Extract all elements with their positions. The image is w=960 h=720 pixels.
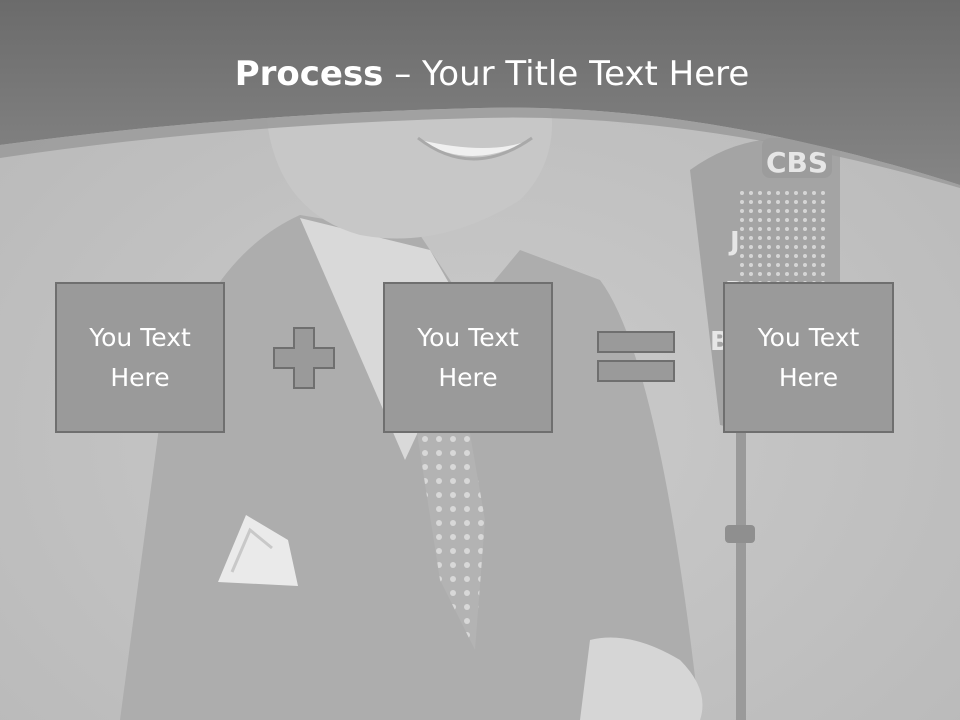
svg-text:J: J xyxy=(728,227,740,257)
process-box-3[interactable]: You Text Here xyxy=(723,282,894,433)
title-bold: Process xyxy=(234,54,384,94)
equals-icon xyxy=(597,331,675,382)
process-box-3-label: You Text Here xyxy=(757,322,860,392)
process-box-2[interactable]: You Text Here xyxy=(383,282,553,433)
title-rest: – Your Title Text Here xyxy=(383,54,750,94)
process-box-1[interactable]: You Text Here xyxy=(55,282,225,433)
process-box-1-label: You Text Here xyxy=(89,322,191,392)
process-box-2-label: You Text Here xyxy=(417,322,519,392)
slide-title: Process – Your Title Text Here xyxy=(0,50,960,98)
plus-icon xyxy=(273,327,335,389)
